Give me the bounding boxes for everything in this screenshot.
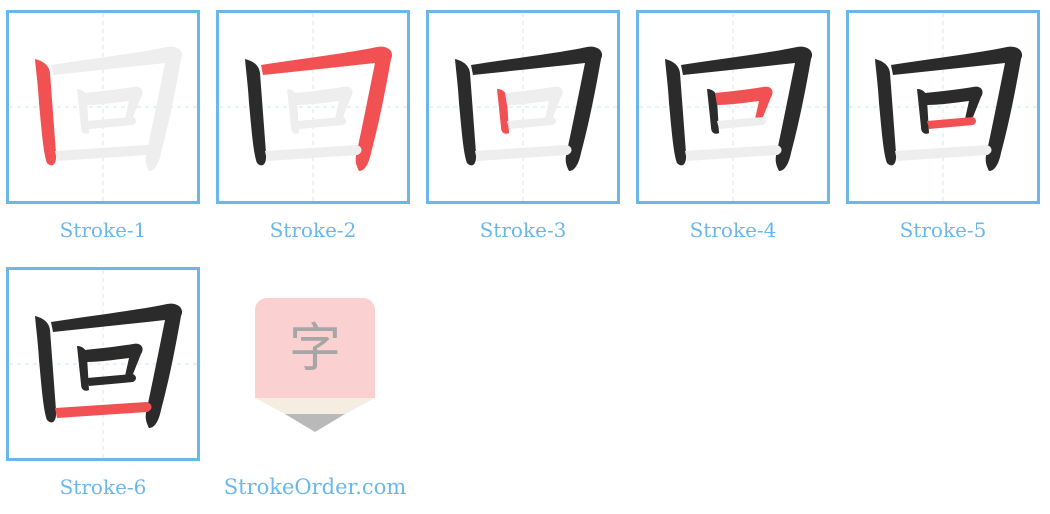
completed-stroke-2: [51, 303, 183, 428]
completed-stroke-1: [665, 59, 687, 166]
stroke-caption-6: Stroke-6: [59, 475, 147, 499]
stroke-caption-2: Stroke-2: [269, 218, 357, 242]
stroke-diagram: [849, 13, 1037, 201]
strokeorder-logo: 字: [255, 298, 375, 438]
stroke-caption-1: Stroke-1: [59, 218, 147, 242]
stroke-diagram: [639, 13, 827, 201]
completed-stroke-1: [35, 316, 57, 423]
pending-stroke-6: [895, 145, 992, 161]
stroke-caption-3: Stroke-3: [479, 218, 567, 242]
pending-stroke-2: [51, 46, 183, 172]
active-stroke-5: [927, 117, 976, 129]
completed-stroke-1: [455, 59, 477, 166]
completed-stroke-3: [77, 346, 89, 391]
completed-stroke-4: [85, 343, 143, 376]
pending-stroke-3: [77, 89, 89, 134]
pending-stroke-6: [55, 145, 152, 161]
stroke-caption-5: Stroke-5: [899, 218, 987, 242]
completed-stroke-1: [245, 59, 267, 166]
logo-glyph: 字: [289, 319, 341, 379]
pending-stroke-5: [297, 117, 346, 129]
stroke-panel-3: [426, 10, 620, 204]
active-stroke-3: [497, 89, 509, 134]
completed-stroke-2: [681, 46, 813, 172]
pending-stroke-6: [475, 145, 572, 161]
pending-stroke-4: [295, 86, 353, 119]
completed-stroke-4: [925, 86, 983, 119]
completed-stroke-5: [87, 374, 136, 386]
pencil-logo-icon: 字: [255, 298, 375, 432]
completed-stroke-3: [917, 89, 929, 134]
stroke-diagram: [9, 13, 197, 201]
pending-stroke-5: [507, 117, 556, 129]
stroke-panel-1: [6, 10, 200, 204]
stroke-panel-4: [636, 10, 830, 204]
stroke-panel-6: [6, 267, 200, 461]
pending-stroke-4: [85, 86, 143, 119]
active-stroke-2: [261, 46, 393, 172]
completed-stroke-2: [891, 46, 1023, 172]
completed-stroke-1: [875, 59, 897, 166]
pending-stroke-4: [505, 86, 563, 119]
stroke-diagram: [219, 13, 407, 201]
completed-stroke-2: [471, 46, 603, 172]
completed-stroke-3: [707, 89, 719, 134]
active-stroke-6: [55, 402, 152, 418]
site-name-link[interactable]: StrokeOrder.com: [223, 475, 407, 499]
stroke-diagram: [429, 13, 617, 201]
pending-stroke-6: [265, 145, 362, 161]
pending-stroke-3: [287, 89, 299, 134]
stroke-panel-2: [216, 10, 410, 204]
active-stroke-4: [715, 86, 773, 119]
stroke-panel-5: [846, 10, 1040, 204]
pending-stroke-5: [717, 117, 766, 129]
active-stroke-1: [35, 59, 57, 166]
pending-stroke-5: [87, 117, 136, 129]
pending-stroke-6: [685, 145, 782, 161]
stroke-caption-4: Stroke-4: [689, 218, 777, 242]
stroke-diagram: [9, 270, 197, 458]
